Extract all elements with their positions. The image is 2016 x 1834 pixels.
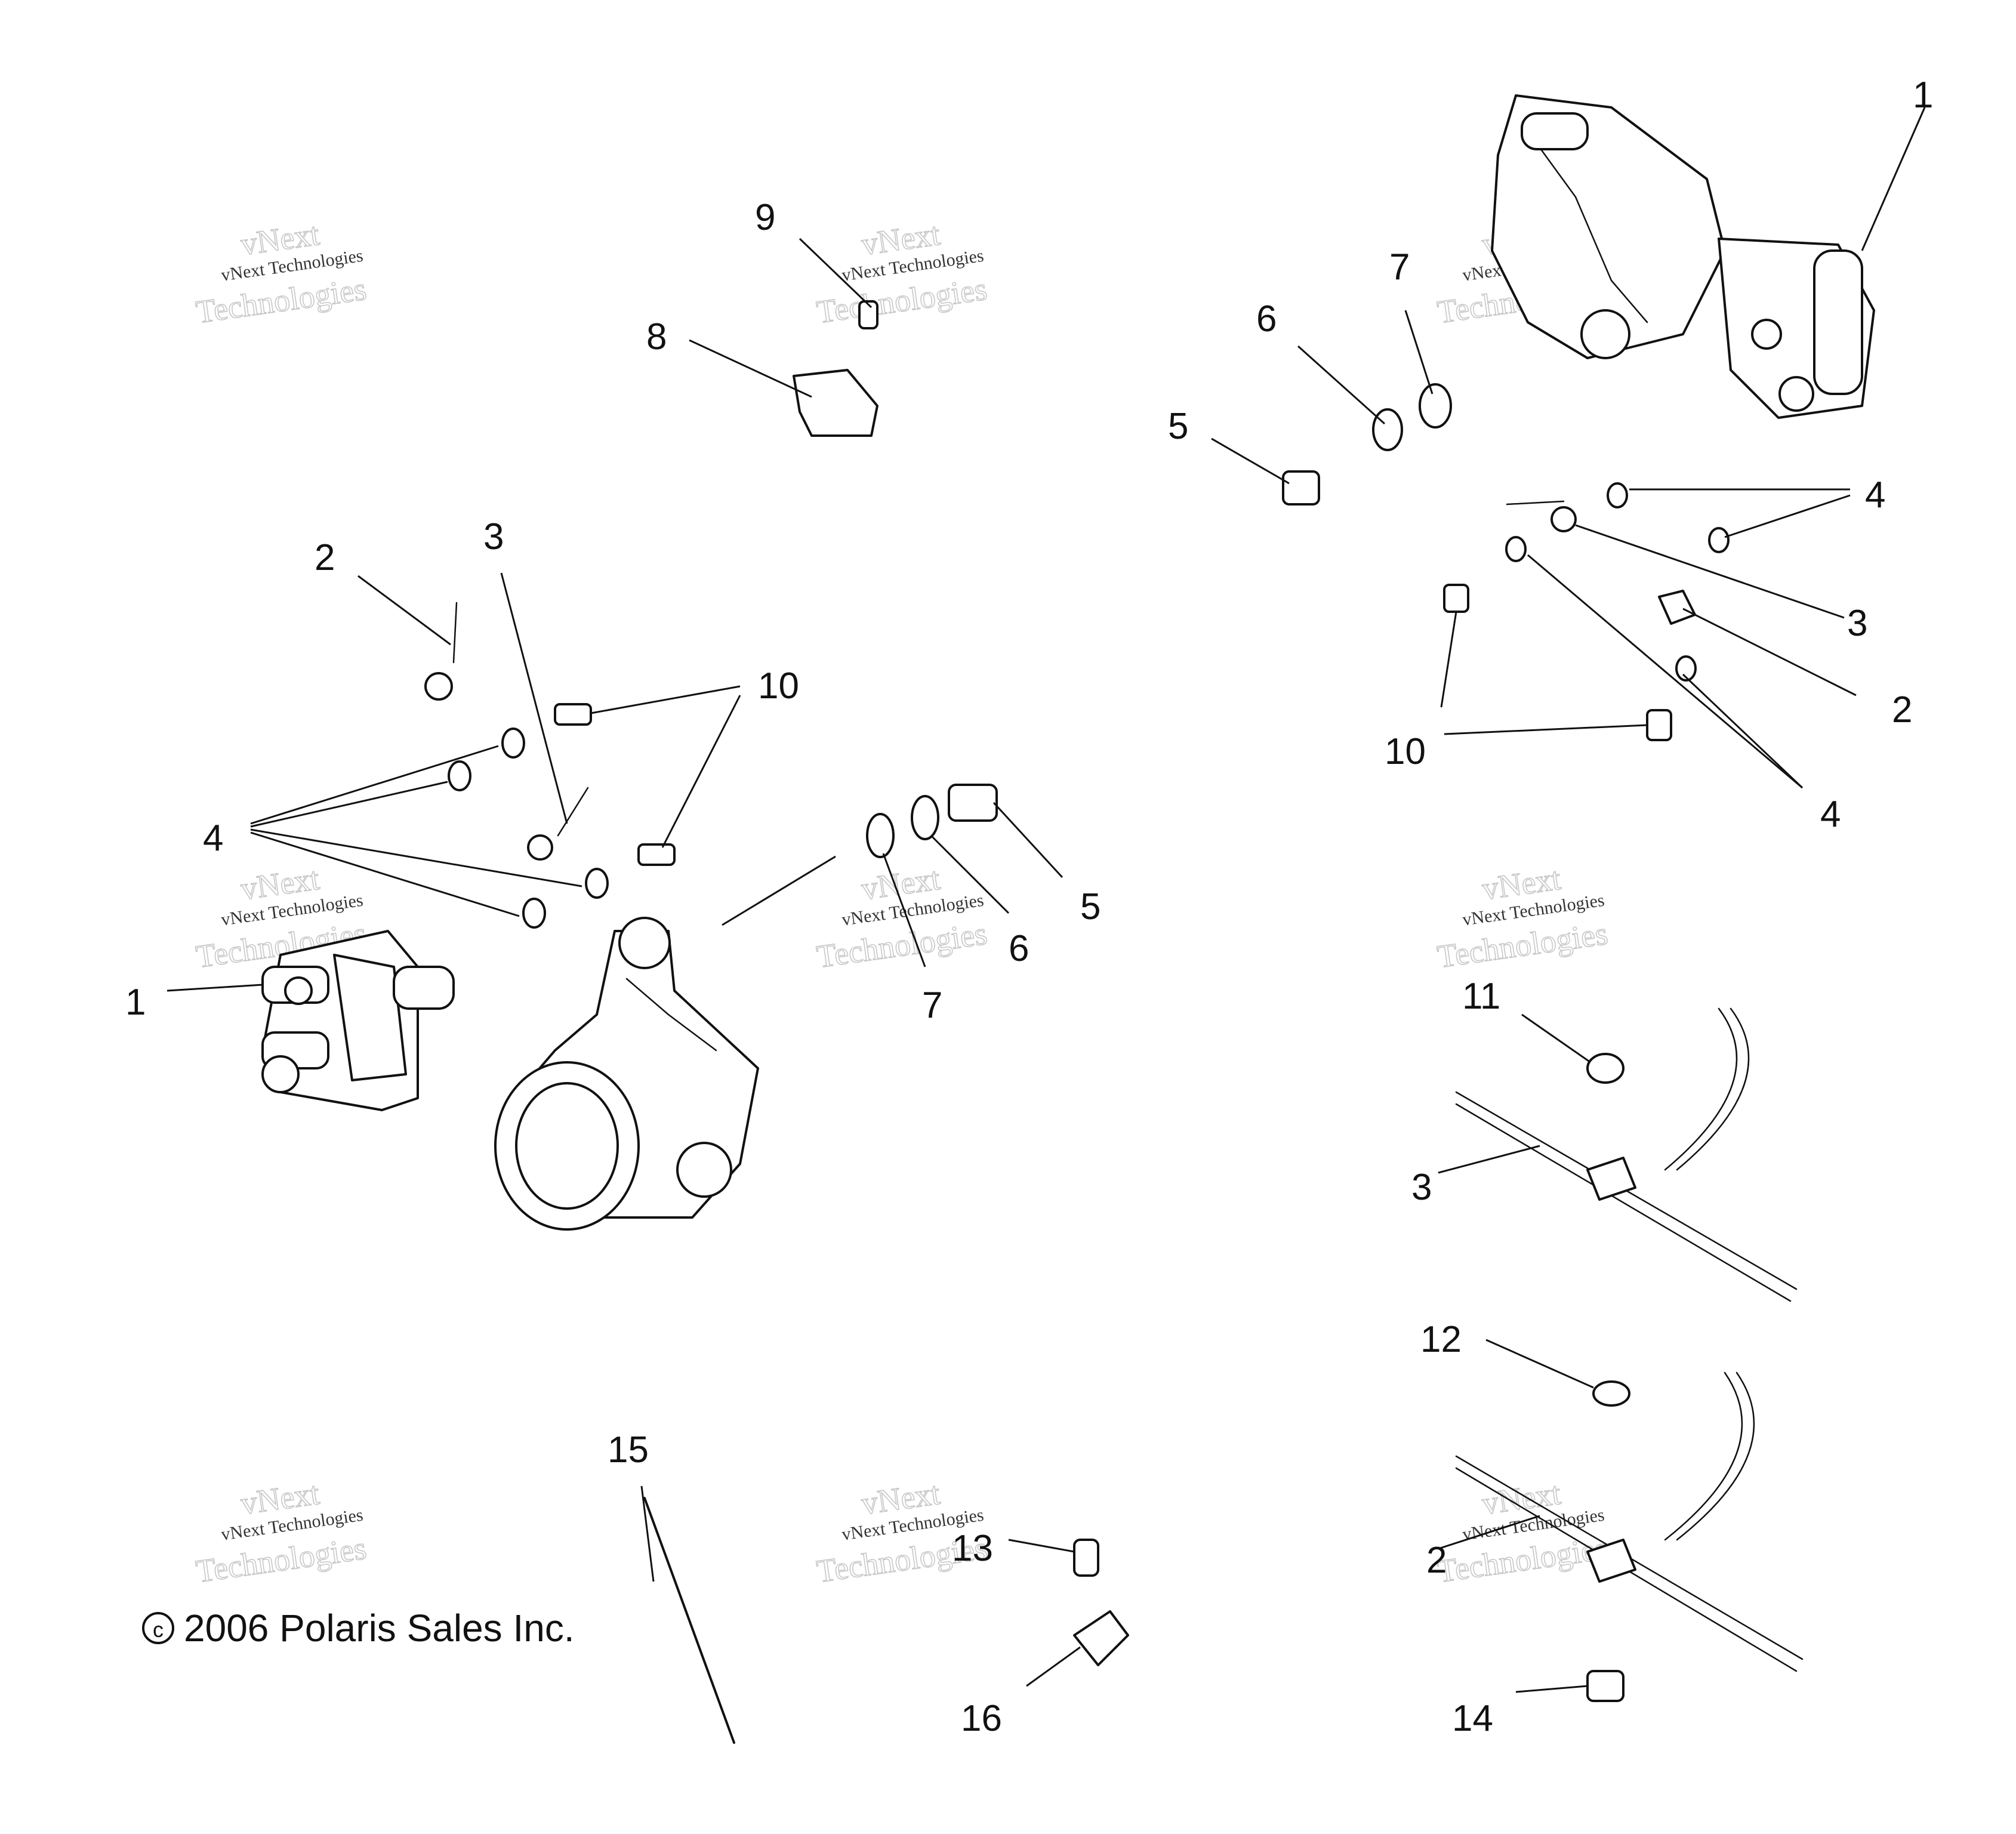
watermark-line2: Technologies <box>815 916 989 975</box>
mount-hardware-right <box>1282 383 1452 505</box>
callout-2-right: 2 <box>1892 689 1912 730</box>
callout-3-right: 3 <box>1847 603 1867 644</box>
callout-numbers: 1 9 8 7 6 5 4 3 2 4 10 2 3 10 4 1 5 6 7 … <box>125 75 1933 1739</box>
brake-line-left <box>424 602 458 701</box>
callout-3-cable: 3 <box>1411 1167 1432 1208</box>
steering-knuckle-right <box>1491 94 1726 359</box>
callout-4-right-upper: 4 <box>1865 474 1885 516</box>
watermark-line2: Technologies <box>194 1530 369 1589</box>
cable-tie <box>643 1497 735 1744</box>
callout-4-left: 4 <box>203 818 223 859</box>
callout-3-left: 3 <box>483 516 504 557</box>
cable-routing-upper <box>1455 1007 1798 1302</box>
callout-10-left: 10 <box>758 665 799 707</box>
screw-13 <box>1073 1539 1099 1577</box>
callout-2-cable: 2 <box>1426 1540 1447 1581</box>
callout-15: 15 <box>608 1429 649 1471</box>
brake-caliper-right <box>1718 238 1875 419</box>
watermark: vNext vNext Technologies Technologies <box>1435 1475 1610 1590</box>
watermark: vNext vNext Technologies Technologies <box>193 215 369 331</box>
copyright-icon <box>142 1612 174 1644</box>
brake-line-clip <box>793 300 878 437</box>
callout-2-left: 2 <box>315 537 335 578</box>
callout-13: 13 <box>952 1528 993 1569</box>
callout-6-left: 6 <box>1009 928 1029 969</box>
watermark: vNext vNext Technologies Technologies <box>193 1475 369 1590</box>
copyright-notice: c 2006 Polaris Sales Inc. <box>142 1607 575 1650</box>
callout-12: 12 <box>1420 1319 1462 1360</box>
watermark: vNext vNext Technologies Technologies <box>1435 860 1610 975</box>
callout-5-left: 5 <box>1080 886 1101 927</box>
callout-8: 8 <box>646 316 667 357</box>
watermark-line2: Technologies <box>1435 1530 1610 1589</box>
callout-6-right: 6 <box>1256 298 1277 340</box>
callout-7-right: 7 <box>1389 246 1410 288</box>
leader-lines <box>167 107 1926 1693</box>
watermark: vNext vNext Technologies Technologies <box>814 860 989 975</box>
crush-washers-left <box>448 728 609 929</box>
watermark-line2: Technologies <box>815 271 989 330</box>
cable-routing-lower <box>1455 1371 1804 1702</box>
callout-14: 14 <box>1452 1698 1493 1739</box>
callout-9: 9 <box>755 197 775 238</box>
brake-line-right <box>1443 482 1730 741</box>
callout-16: 16 <box>961 1698 1002 1739</box>
watermark-line2: Technologies <box>1435 916 1610 975</box>
p-clamp-16 <box>1073 1610 1129 1666</box>
callout-11: 11 <box>1462 976 1500 1017</box>
watermark-line2: Technologies <box>194 271 369 330</box>
callout-4-right-lower: 4 <box>1820 794 1841 835</box>
copyright-text: 2006 Polaris Sales Inc. <box>184 1607 575 1650</box>
banjo-bolts-left <box>554 703 676 866</box>
callout-1-left: 1 <box>125 982 146 1023</box>
mount-hardware-left <box>866 784 998 858</box>
callout-5-right: 5 <box>1168 406 1188 447</box>
callout-7-left: 7 <box>922 985 942 1026</box>
callout-10-right: 10 <box>1385 731 1426 772</box>
copyright-symbol-letter: c <box>153 1617 164 1642</box>
brake-caliper-left <box>261 930 455 1111</box>
callout-1-right: 1 <box>1913 75 1933 116</box>
steering-knuckle-left <box>494 917 759 1231</box>
banjo-fitting-left <box>527 787 589 861</box>
